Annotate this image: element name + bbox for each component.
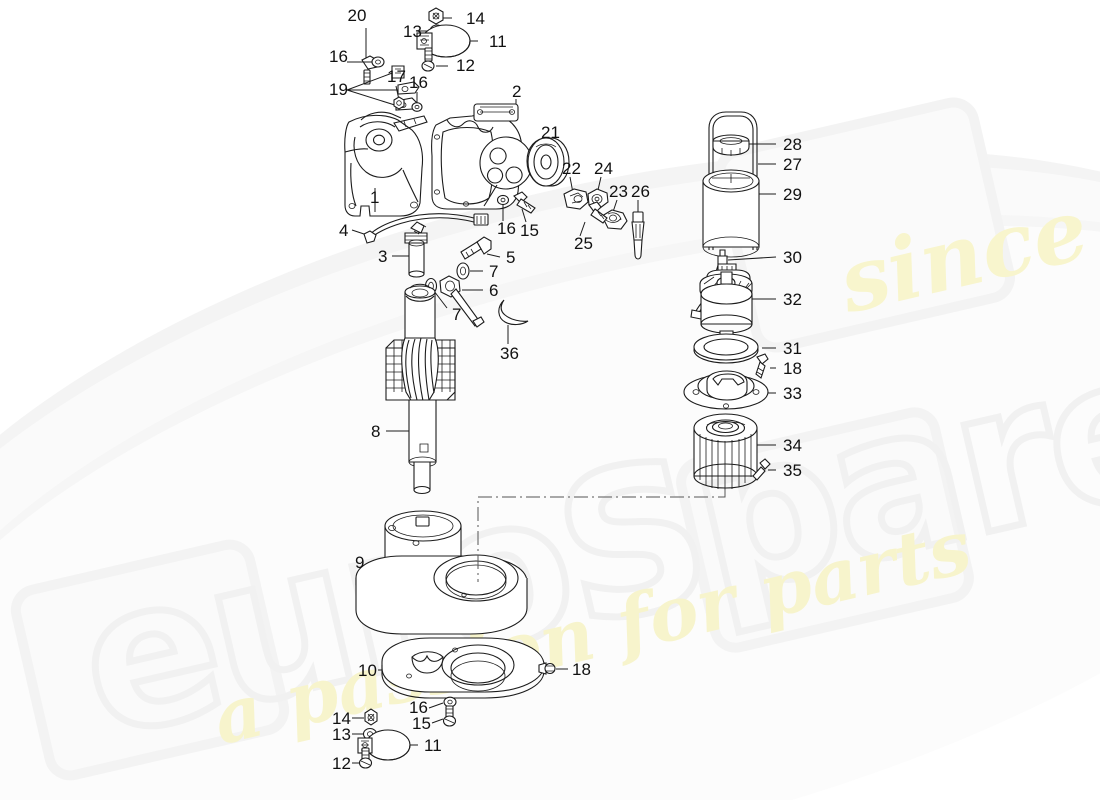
callout-16-b: 16 <box>409 73 428 92</box>
callout-15-b: 15 <box>412 714 431 733</box>
part-16-washer-small <box>411 92 423 112</box>
part-27-filter-bracket <box>708 111 776 250</box>
part-7-sealing-ring-a <box>456 262 483 280</box>
callout-21: 21 <box>541 123 560 142</box>
part-23-cable-clamp <box>601 199 628 230</box>
part-14-hex-nut-top <box>428 7 452 25</box>
callout-34: 34 <box>783 436 802 455</box>
callout-16-d: 16 <box>409 698 428 717</box>
callout-2: 2 <box>512 82 521 101</box>
part-18-screw-right <box>538 662 568 675</box>
part-3-oil-pressure-switch <box>392 221 428 278</box>
callout-17: 17 <box>387 67 406 86</box>
callout-7-b: 7 <box>452 305 461 324</box>
part-12-clamp-screw-bottom <box>352 747 373 769</box>
part-26-terminal-connector <box>631 200 645 260</box>
part-28-filter-cap <box>712 134 776 156</box>
callout-10: 10 <box>358 661 377 680</box>
callout-33: 33 <box>783 384 802 403</box>
callout-12: 12 <box>456 56 475 75</box>
callout-14-b: 14 <box>332 709 351 728</box>
callout-9: 9 <box>355 553 364 572</box>
part-11-hose-clamp-top <box>416 24 478 58</box>
part-32-distributor-assembly <box>699 263 776 352</box>
callout-12-b: 12 <box>332 754 351 773</box>
part-16-washer-b <box>496 194 510 221</box>
callout-13-b: 13 <box>332 725 351 744</box>
part-5-hollow-bolt <box>460 236 501 260</box>
part-31-o-ring <box>693 333 776 364</box>
part-4-wiring-lead <box>351 213 489 244</box>
callout-15: 15 <box>520 221 539 240</box>
callout-18-a: 18 <box>783 359 802 378</box>
callout-14: 14 <box>466 9 485 28</box>
callout-11-b: 11 <box>424 736 442 755</box>
part-15-hex-bolt-b <box>513 191 536 223</box>
callout-18-b: 18 <box>572 660 591 679</box>
part-22-bracket-clip <box>563 176 589 210</box>
part-1-blower-housing-left <box>344 111 428 217</box>
part-21-pulley <box>526 137 570 187</box>
part-9-oil-pump-body <box>355 510 528 635</box>
callout-3: 3 <box>378 247 387 266</box>
callout-30: 30 <box>783 248 802 267</box>
part-29-oil-filter-canister <box>702 169 776 258</box>
callout-1: 1 <box>370 188 379 207</box>
callout-27: 27 <box>783 155 802 174</box>
callout-31: 31 <box>783 339 802 358</box>
callout-24: 24 <box>594 159 613 178</box>
callout-5: 5 <box>506 248 515 267</box>
callout-16-c: 16 <box>497 219 516 238</box>
part-18-screw-upper <box>755 353 776 379</box>
callout-36: 36 <box>500 344 519 363</box>
callout-numbers: 20 14 13 11 16 12 17 16 19 2 21 28 27 22… <box>329 6 802 773</box>
callout-13: 13 <box>403 22 422 41</box>
callout-20: 20 <box>348 6 367 25</box>
part-34-drive-pulley-gear <box>693 413 776 490</box>
part-17-nut-small <box>393 85 405 110</box>
part-15-hex-bolt-bottom <box>431 705 457 727</box>
callout-22: 22 <box>562 159 581 178</box>
callout-8: 8 <box>371 422 380 441</box>
callout-16-a: 16 <box>329 47 348 66</box>
callout-7-a: 7 <box>489 262 498 281</box>
callout-25: 25 <box>574 234 593 253</box>
part-8-distributor-drive-shaft <box>385 283 456 495</box>
callout-35: 35 <box>783 461 802 480</box>
callout-28: 28 <box>783 135 802 154</box>
callout-32: 32 <box>783 290 802 309</box>
part-10-oil-pump-cover <box>378 637 545 699</box>
part-33-mounting-flange <box>683 370 776 410</box>
callout-11: 11 <box>489 32 507 51</box>
part-2-blower-housing-right <box>431 99 533 210</box>
part-35-woodruff-key <box>752 458 776 481</box>
part-12-clamp-screw-top <box>421 47 448 72</box>
callout-6: 6 <box>489 281 498 300</box>
part-36-retaining-clip <box>498 299 529 344</box>
callout-26: 26 <box>631 182 650 201</box>
part-6-oil-line-bolt <box>439 275 485 328</box>
part-16-washer-upper <box>347 56 385 68</box>
callout-19: 19 <box>329 80 348 99</box>
callout-23: 23 <box>609 182 628 201</box>
part-14-hex-nut-bottom <box>352 708 378 726</box>
part-25-screw-small <box>579 201 608 237</box>
callout-29: 29 <box>783 185 802 204</box>
callout-4: 4 <box>339 221 348 240</box>
centerline-34-to-9 <box>477 490 726 582</box>
part-20-stud-bolt <box>361 28 380 85</box>
